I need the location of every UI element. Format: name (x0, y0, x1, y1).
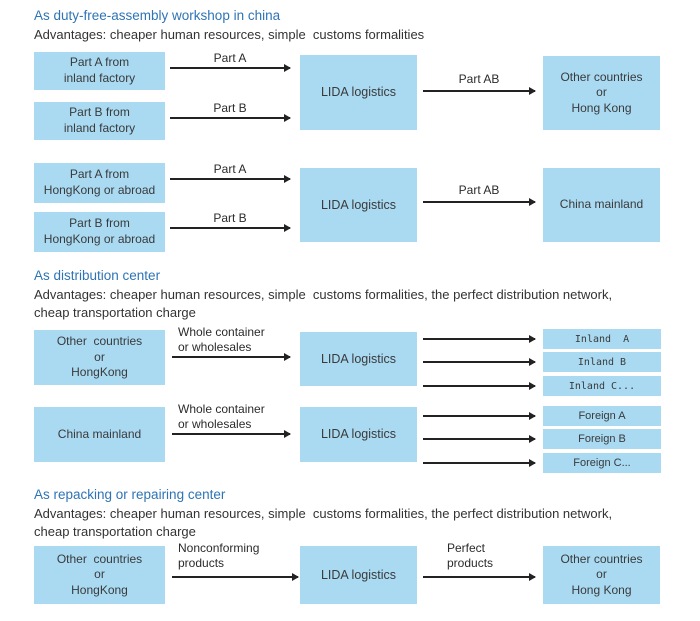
hub-box-lida-logistics: LIDA logistics (300, 55, 417, 130)
flow-arrow (423, 87, 536, 95)
arrow-label-perfect-products: Perfect products (447, 541, 494, 570)
output-box-foreign-b: Foreign B (543, 429, 661, 449)
input-box-part-a-hongkong: Part A from HongKong or abroad (34, 163, 165, 203)
arrow-label-part-ab: Part AB (458, 72, 500, 86)
arrow-label-whole-container: Whole container or wholesales (178, 402, 265, 431)
flow-arrow (170, 224, 291, 232)
input-box-part-b-inland: Part B from inland factory (34, 102, 165, 140)
hub-box-lida-logistics: LIDA logistics (300, 168, 417, 242)
flow-arrow (172, 430, 291, 438)
section-1-heading: As duty-free-assembly workshop in china (34, 8, 281, 23)
flow-arrow (423, 335, 536, 343)
section-3-advantages: Advantages: cheaper human resources, sim… (34, 506, 613, 539)
input-box-part-a-inland: Part A from inland factory (34, 52, 165, 90)
flow-arrow (172, 573, 299, 581)
output-box-foreign-a: Foreign A (543, 406, 661, 426)
flow-arrow (423, 459, 536, 467)
arrow-label-part-b: Part B (213, 101, 247, 115)
section-3-heading: As repacking or repairing center (34, 487, 226, 502)
output-box-foreign-c: Foreign C... (543, 453, 661, 473)
input-box-other-countries: Other countries or HongKong (34, 546, 165, 604)
arrow-label-part-ab: Part AB (458, 183, 500, 197)
input-box-other-countries: Other countries or HongKong (34, 330, 165, 385)
output-box-china-mainland: China mainland (543, 168, 660, 242)
arrow-label-whole-container: Whole container or wholesales (178, 325, 265, 354)
hub-box-lida-logistics: LIDA logistics (300, 407, 417, 462)
flow-arrow (423, 382, 536, 390)
output-box-other-countries: Other countries or Hong Kong (543, 56, 660, 130)
hub-box-lida-logistics: LIDA logistics (300, 546, 417, 604)
arrow-label-part-b: Part B (213, 211, 247, 225)
section-1-advantages: Advantages: cheaper human resources, sim… (34, 27, 425, 42)
input-box-part-b-hongkong: Part B from HongKong or abroad (34, 212, 165, 252)
arrow-label-part-a: Part A (213, 51, 247, 65)
output-box-inland-a: Inland A (543, 329, 661, 349)
flow-arrow (170, 64, 291, 72)
flow-arrow (172, 353, 291, 361)
input-box-china-mainland: China mainland (34, 407, 165, 462)
flow-arrow (423, 435, 536, 443)
flow-arrow (423, 412, 536, 420)
flow-arrow (423, 573, 536, 581)
arrow-label-nonconforming-products: Nonconforming products (178, 541, 260, 570)
output-box-other-countries: Other countries or Hong Kong (543, 546, 660, 604)
output-box-inland-c: Inland C... (543, 376, 661, 396)
hub-box-lida-logistics: LIDA logistics (300, 332, 417, 386)
flow-arrow (423, 198, 536, 206)
flow-arrow (170, 114, 291, 122)
output-box-inland-b: Inland B (543, 352, 661, 372)
flow-arrow (170, 175, 291, 183)
flow-arrow (423, 358, 536, 366)
section-2-heading: As distribution center (34, 268, 161, 283)
arrow-label-part-a: Part A (213, 162, 247, 176)
section-2-advantages: Advantages: cheaper human resources, sim… (34, 287, 613, 320)
